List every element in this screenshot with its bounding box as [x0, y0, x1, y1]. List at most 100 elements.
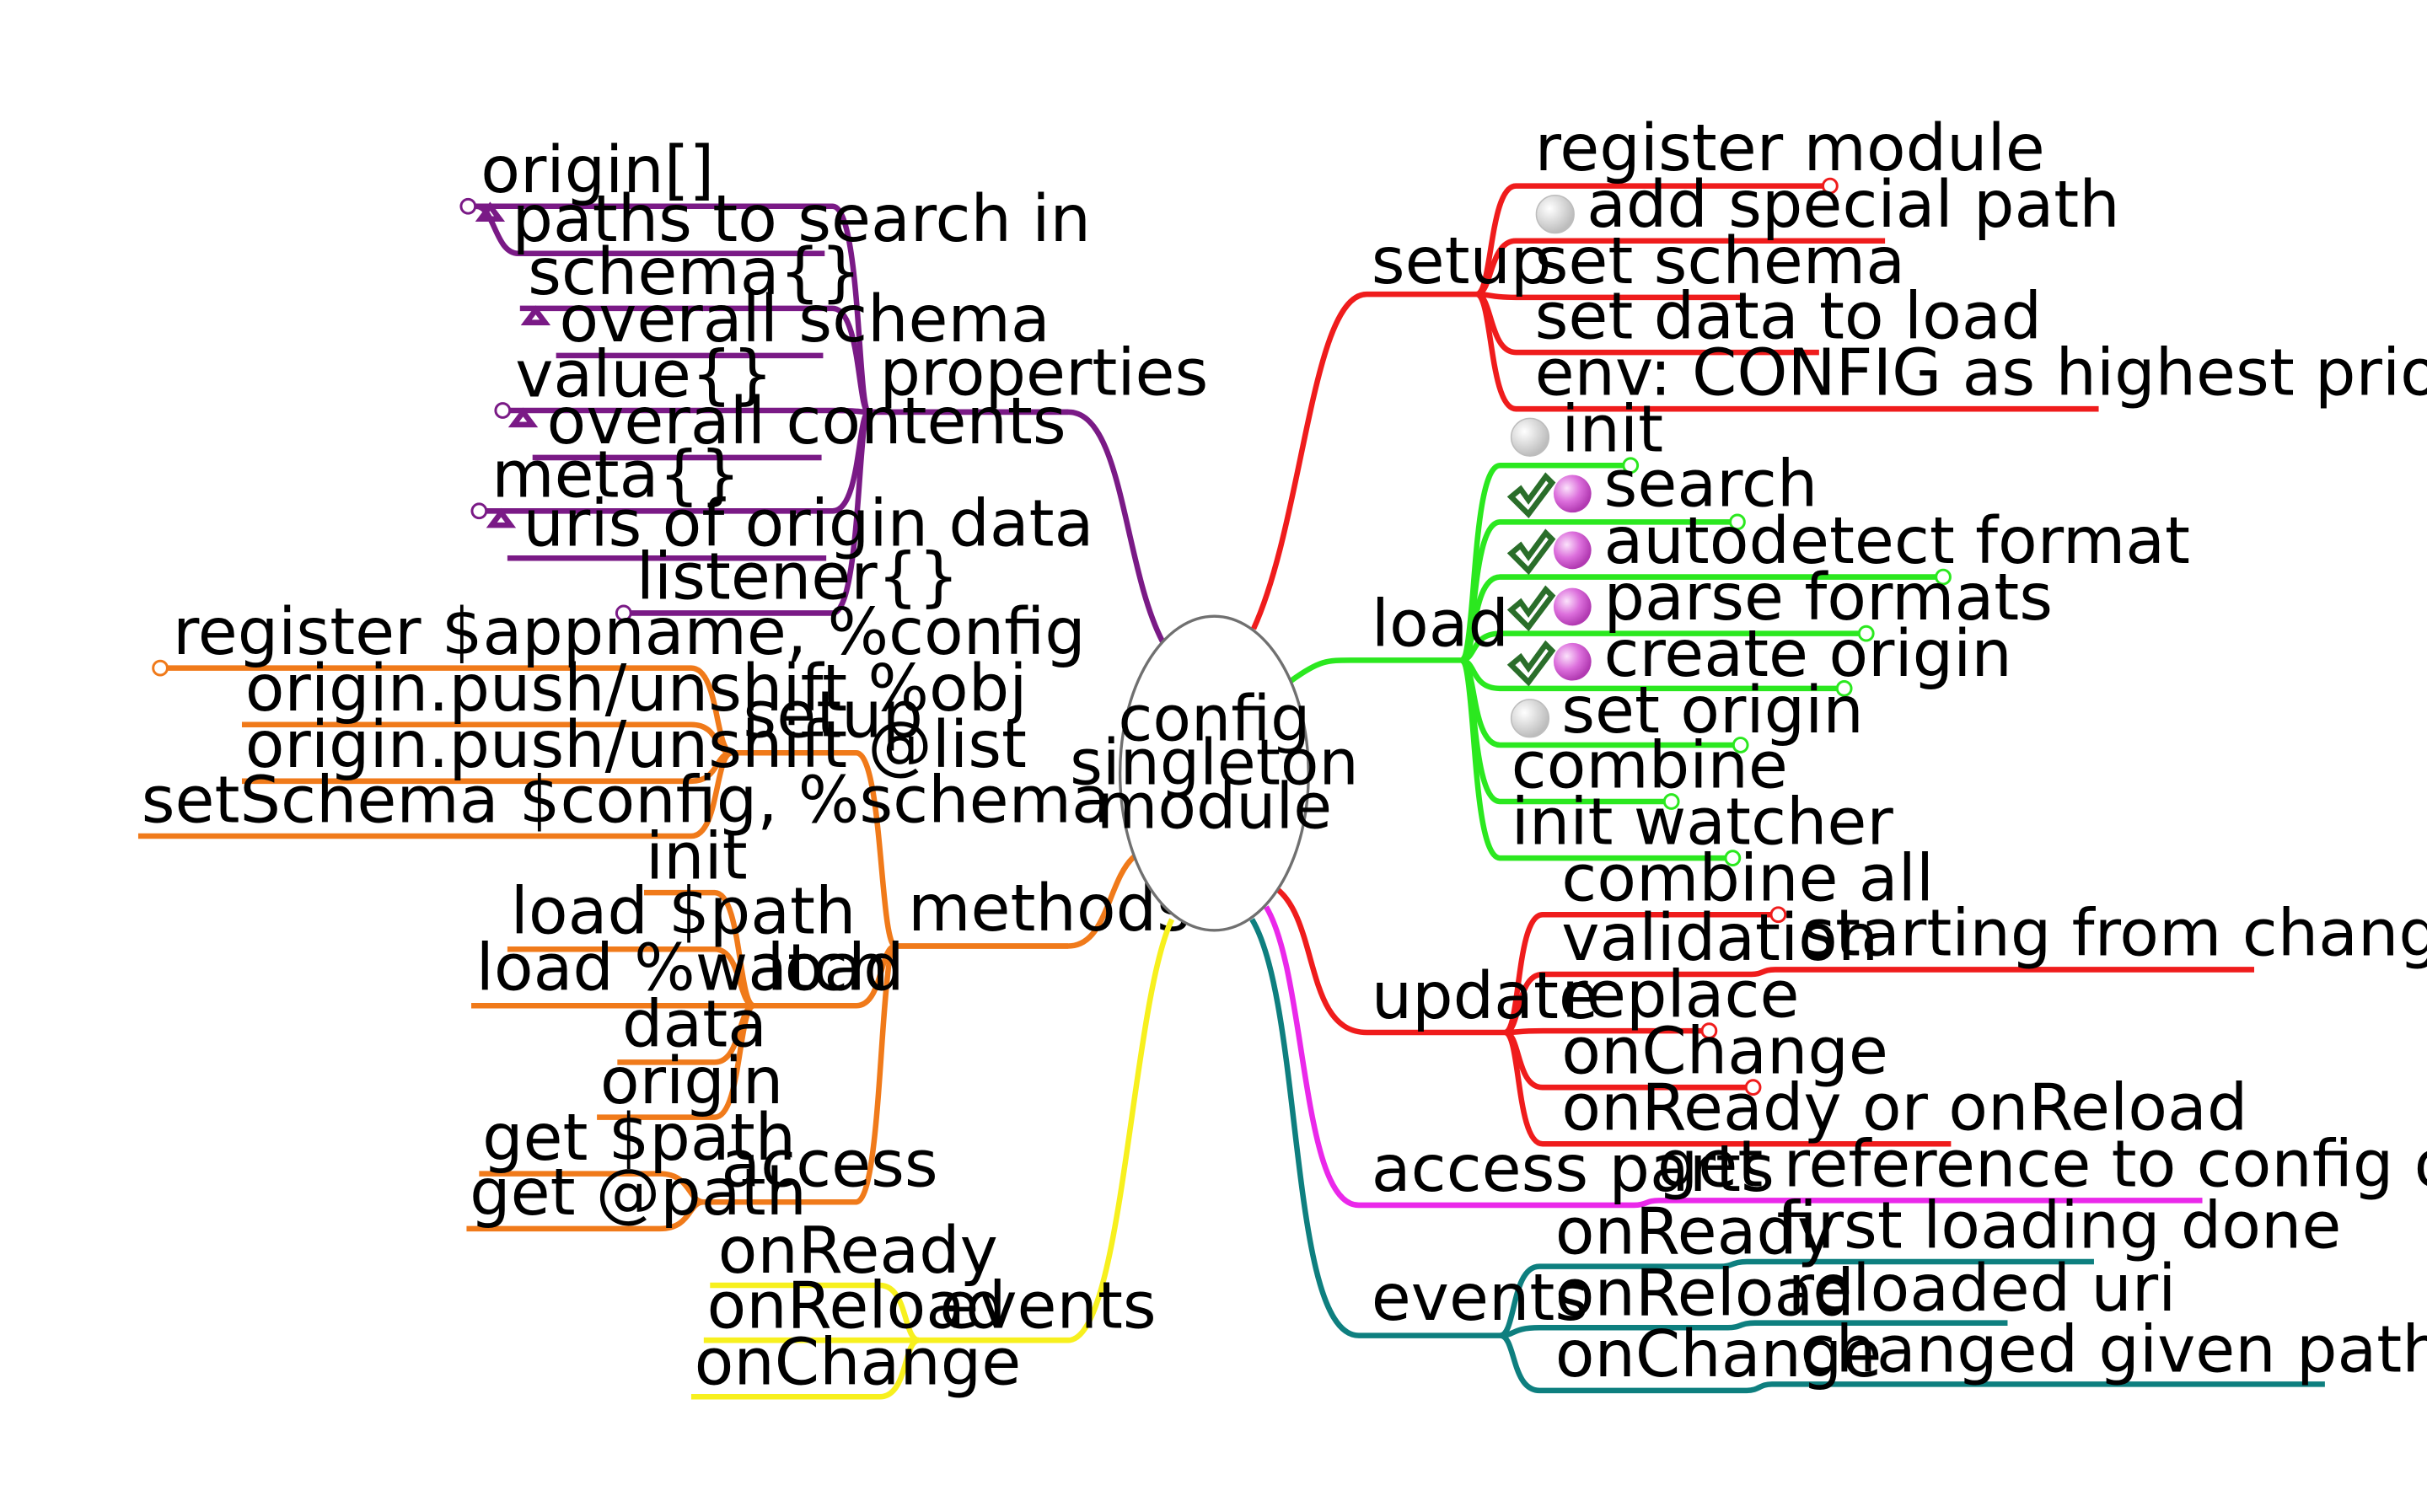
pink-ball-icon	[1553, 531, 1592, 570]
root-line-2: singleton	[1070, 727, 1359, 800]
node-event-onreload[interactable]: onReload	[707, 1268, 1007, 1343]
node-origin-push-obj[interactable]: origin.push/unshift %obj	[245, 651, 1028, 727]
node-register-module[interactable]: register module	[1535, 111, 2045, 186]
node-event-onchange[interactable]: onChange	[695, 1325, 1022, 1400]
update-markers	[1700, 906, 1787, 1096]
connector-circle-icon	[1822, 177, 1839, 195]
node-load-data[interactable]: data	[622, 988, 767, 1063]
node-schema[interactable]: schema{}	[528, 235, 862, 310]
node-register[interactable]: register $appname, %config	[173, 595, 1086, 670]
connector-circle-icon	[1935, 568, 1952, 586]
node-methods-setup[interactable]: setup	[743, 678, 923, 753]
connector-circle-icon	[1622, 457, 1640, 475]
node-origin[interactable]: origin[]	[481, 133, 714, 208]
note-origin: paths to search in	[512, 182, 1090, 257]
branch-load-right	[1289, 463, 1944, 861]
node-load-origin[interactable]: origin	[600, 1044, 784, 1119]
node-get-list[interactable]: get @path	[470, 1155, 807, 1231]
branch-events-left	[690, 918, 1175, 1400]
node-search[interactable]: search	[1604, 448, 1818, 523]
branch-update-right	[1274, 885, 2255, 1147]
node-init[interactable]: init	[1561, 392, 1663, 467]
branch-access-parts	[1264, 905, 2203, 1209]
connector-circle-icon	[1857, 625, 1875, 642]
node-meta[interactable]: meta{}	[491, 438, 740, 513]
node-events-onready[interactable]: onReady	[1555, 1195, 1835, 1270]
connector-circle-icon	[1700, 1022, 1718, 1039]
note-value: overall contents	[546, 384, 1066, 459]
node-methods-access[interactable]: access	[721, 1128, 937, 1203]
node-combine-all[interactable]: combine all	[1561, 841, 1934, 916]
connector-circle-icon	[1835, 679, 1853, 697]
node-create-origin[interactable]: create origin	[1604, 617, 2012, 692]
node-load-watch[interactable]: load %watch	[476, 931, 889, 1006]
note-onchange: changed given path at $path	[1800, 1312, 2427, 1387]
note-validation: starting from changeroot	[1801, 897, 2427, 972]
root-ellipse	[1118, 614, 1310, 932]
connector-circle-icon	[615, 604, 632, 622]
connector-circle-icon	[152, 659, 169, 677]
connector-circle-icon	[494, 402, 512, 419]
branch-methods	[137, 665, 1136, 1232]
attribute-triangle-icon	[507, 407, 539, 428]
node-parse-formats[interactable]: parse formats	[1604, 560, 2053, 635]
node-methods-load[interactable]: load	[766, 931, 904, 1006]
node-origin-push-list[interactable]: origin.push/unshift @list	[245, 708, 1027, 783]
node-properties[interactable]: properties	[880, 335, 1209, 410]
node-env-config[interactable]: env: CONFIG as highest priority	[1535, 335, 2427, 410]
node-replace[interactable]: replace	[1561, 957, 1799, 1032]
note-access-parts: get reference to config or part	[1657, 1128, 2427, 1203]
root-node[interactable]: config singleton module	[1070, 614, 1359, 932]
node-events-right[interactable]: events	[1372, 1261, 1588, 1336]
node-access-parts[interactable]: access parts	[1372, 1132, 1775, 1207]
node-init-watcher[interactable]: init watcher	[1512, 785, 1894, 860]
branch-setup-right	[1251, 183, 2099, 630]
node-methods[interactable]: methods	[908, 871, 1190, 946]
connector-circle-icon	[1744, 1079, 1762, 1096]
node-events-onreload[interactable]: onReload	[1555, 1256, 1855, 1331]
node-combine[interactable]: combine	[1512, 728, 1788, 803]
properties-markers	[459, 197, 632, 622]
node-events-onchange[interactable]: onChange	[1555, 1317, 1882, 1392]
note-meta: uris of origin data	[524, 486, 1094, 561]
attribute-triangle-icon	[520, 305, 551, 325]
node-autodetect[interactable]: autodetect format	[1604, 504, 2190, 579]
node-set-origin[interactable]: set origin	[1561, 673, 1864, 748]
node-validation[interactable]: validation	[1561, 901, 1878, 976]
connector-circle-icon	[459, 197, 477, 215]
attribute-triangle-icon	[475, 201, 506, 222]
note-onreload: reloaded uri	[1788, 1252, 2177, 1327]
check-icon	[1512, 645, 1552, 683]
node-load-path[interactable]: load $path	[511, 875, 856, 950]
node-load-right[interactable]: load	[1372, 587, 1509, 662]
node-event-onready[interactable]: onReady	[718, 1214, 998, 1289]
node-setschema[interactable]: setSchema $config, %schema	[142, 763, 1111, 838]
node-set-data[interactable]: set data to load	[1535, 279, 2043, 354]
note-schema: overall schema	[559, 282, 1050, 357]
node-get-path[interactable]: get $path	[482, 1101, 796, 1176]
node-onready-or-onreload[interactable]: onReady or onReload	[1561, 1070, 2247, 1145]
root-line-3: module	[1097, 770, 1332, 844]
pink-ball-icon	[1553, 587, 1592, 626]
node-set-schema[interactable]: set schema	[1535, 224, 1905, 299]
check-icon	[1512, 589, 1552, 627]
node-events-left[interactable]: events	[939, 1268, 1156, 1343]
connector-circle-icon	[1732, 737, 1749, 753]
attribute-triangle-icon	[486, 507, 517, 528]
node-value[interactable]: value{}	[515, 337, 773, 412]
connector-circle-icon	[470, 502, 488, 520]
node-add-special-path[interactable]: add special path	[1587, 168, 2120, 243]
connector-circle-icon	[1724, 850, 1742, 866]
half-progress-icon	[1512, 418, 1549, 456]
node-listener[interactable]: listener{}	[636, 540, 959, 615]
check-icon	[1512, 476, 1552, 514]
node-update-onchange[interactable]: onChange	[1561, 1014, 1888, 1089]
branch-events-right	[1249, 918, 2325, 1394]
node-update[interactable]: update	[1372, 959, 1598, 1034]
check-icon	[1512, 533, 1552, 571]
load-markers	[1622, 457, 1952, 866]
node-setup-right[interactable]: setup	[1372, 224, 1552, 299]
root-line-1: config	[1118, 682, 1310, 755]
node-load-init[interactable]: init	[646, 819, 748, 894]
